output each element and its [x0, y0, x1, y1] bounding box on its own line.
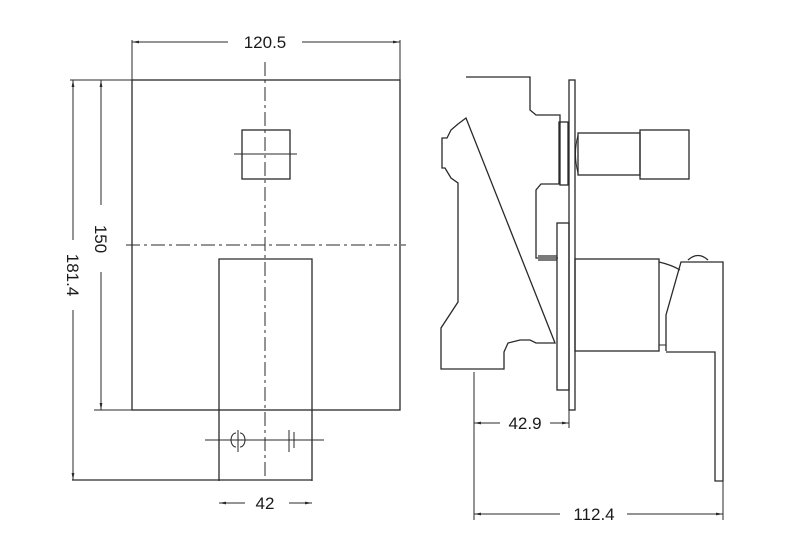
lever-spindle: [574, 258, 660, 352]
dim-handle-width-label: 42: [256, 494, 275, 513]
lever-screw: [687, 254, 709, 261]
inner-plate: [556, 222, 570, 391]
cold-symbol-icon: [288, 430, 295, 452]
front-view: 120.5 150 181.4 42: [63, 33, 406, 513]
dim-wall-depth-label: 42.9: [508, 414, 541, 433]
wall-plate: [568, 79, 576, 411]
dim-total-height-label: 181.4: [63, 254, 82, 297]
side-view: 42.9 112.4: [440, 76, 724, 524]
valve-body: [440, 76, 561, 370]
dim-width-label: 120.5: [244, 33, 287, 52]
hot-symbol-icon: [230, 430, 246, 452]
lever-handle-side: [665, 261, 724, 482]
dim-plate-height-label: 150: [91, 225, 110, 253]
dim-total-depth-label: 112.4: [573, 505, 614, 524]
lever-handle: [218, 258, 313, 410]
diverter-knob-side: [639, 129, 690, 180]
diverter-stem: [577, 132, 641, 176]
valve-collar: [559, 121, 569, 186]
